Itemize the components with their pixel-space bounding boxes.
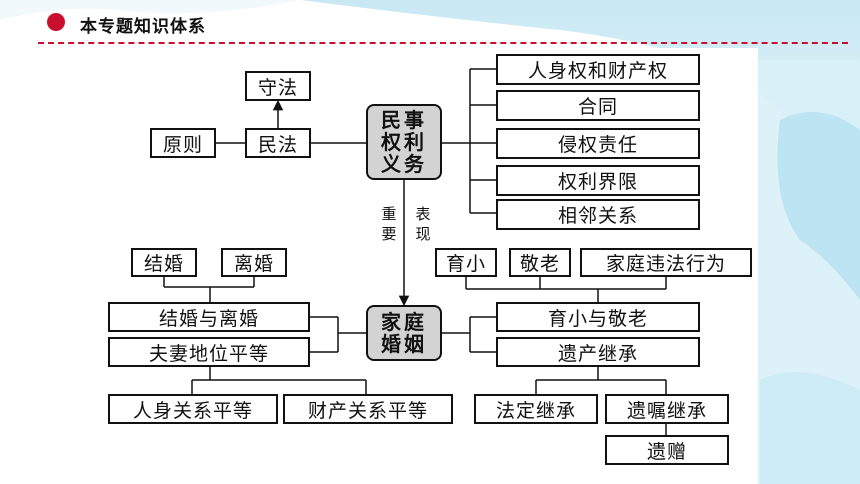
legal-inheritance-box: 法定继承 [474,394,598,424]
civil-law-box: 民法 [245,128,311,158]
raise-respect-box: 育小与敬老 [496,302,700,332]
raise-young-box: 育小 [435,248,497,277]
inheritance-box: 遗产继承 [496,337,700,367]
principle-box: 原则 [150,128,216,158]
abide-law-box: 守法 [245,71,311,101]
marriage-box: 结婚 [131,248,197,277]
rights-item-3: 侵权责任 [496,128,700,159]
spouse-equality-box: 夫妻地位平等 [108,337,310,367]
rights-item-4: 权利界限 [496,165,700,196]
marriage-divorce-box: 结婚与离婚 [108,302,310,332]
personal-equality-box: 人身关系平等 [108,394,278,424]
link-label-important: 重要 [381,205,397,243]
link-label-manifest: 表现 [415,205,431,243]
civil-rights-hub: 民事权利义务 [366,104,442,180]
rights-item-5: 相邻关系 [496,199,700,230]
page-title: 本专题知识体系 [80,17,206,37]
divorce-box: 离婚 [221,248,287,277]
bullet-icon [47,13,65,31]
family-illegal-box: 家庭违法行为 [580,248,752,277]
will-inheritance-box: 遗嘱继承 [605,394,729,424]
header-divider [38,42,848,44]
rights-item-2: 合同 [496,90,700,121]
property-equality-box: 财产关系平等 [283,394,453,424]
header-bar: 本专题知识体系 [0,0,860,44]
respect-elder-box: 敬老 [509,248,571,277]
rights-item-1: 人身权和财产权 [496,54,700,85]
bequest-box: 遗赠 [605,435,729,465]
family-marriage-hub: 家庭婚姻 [366,305,442,361]
